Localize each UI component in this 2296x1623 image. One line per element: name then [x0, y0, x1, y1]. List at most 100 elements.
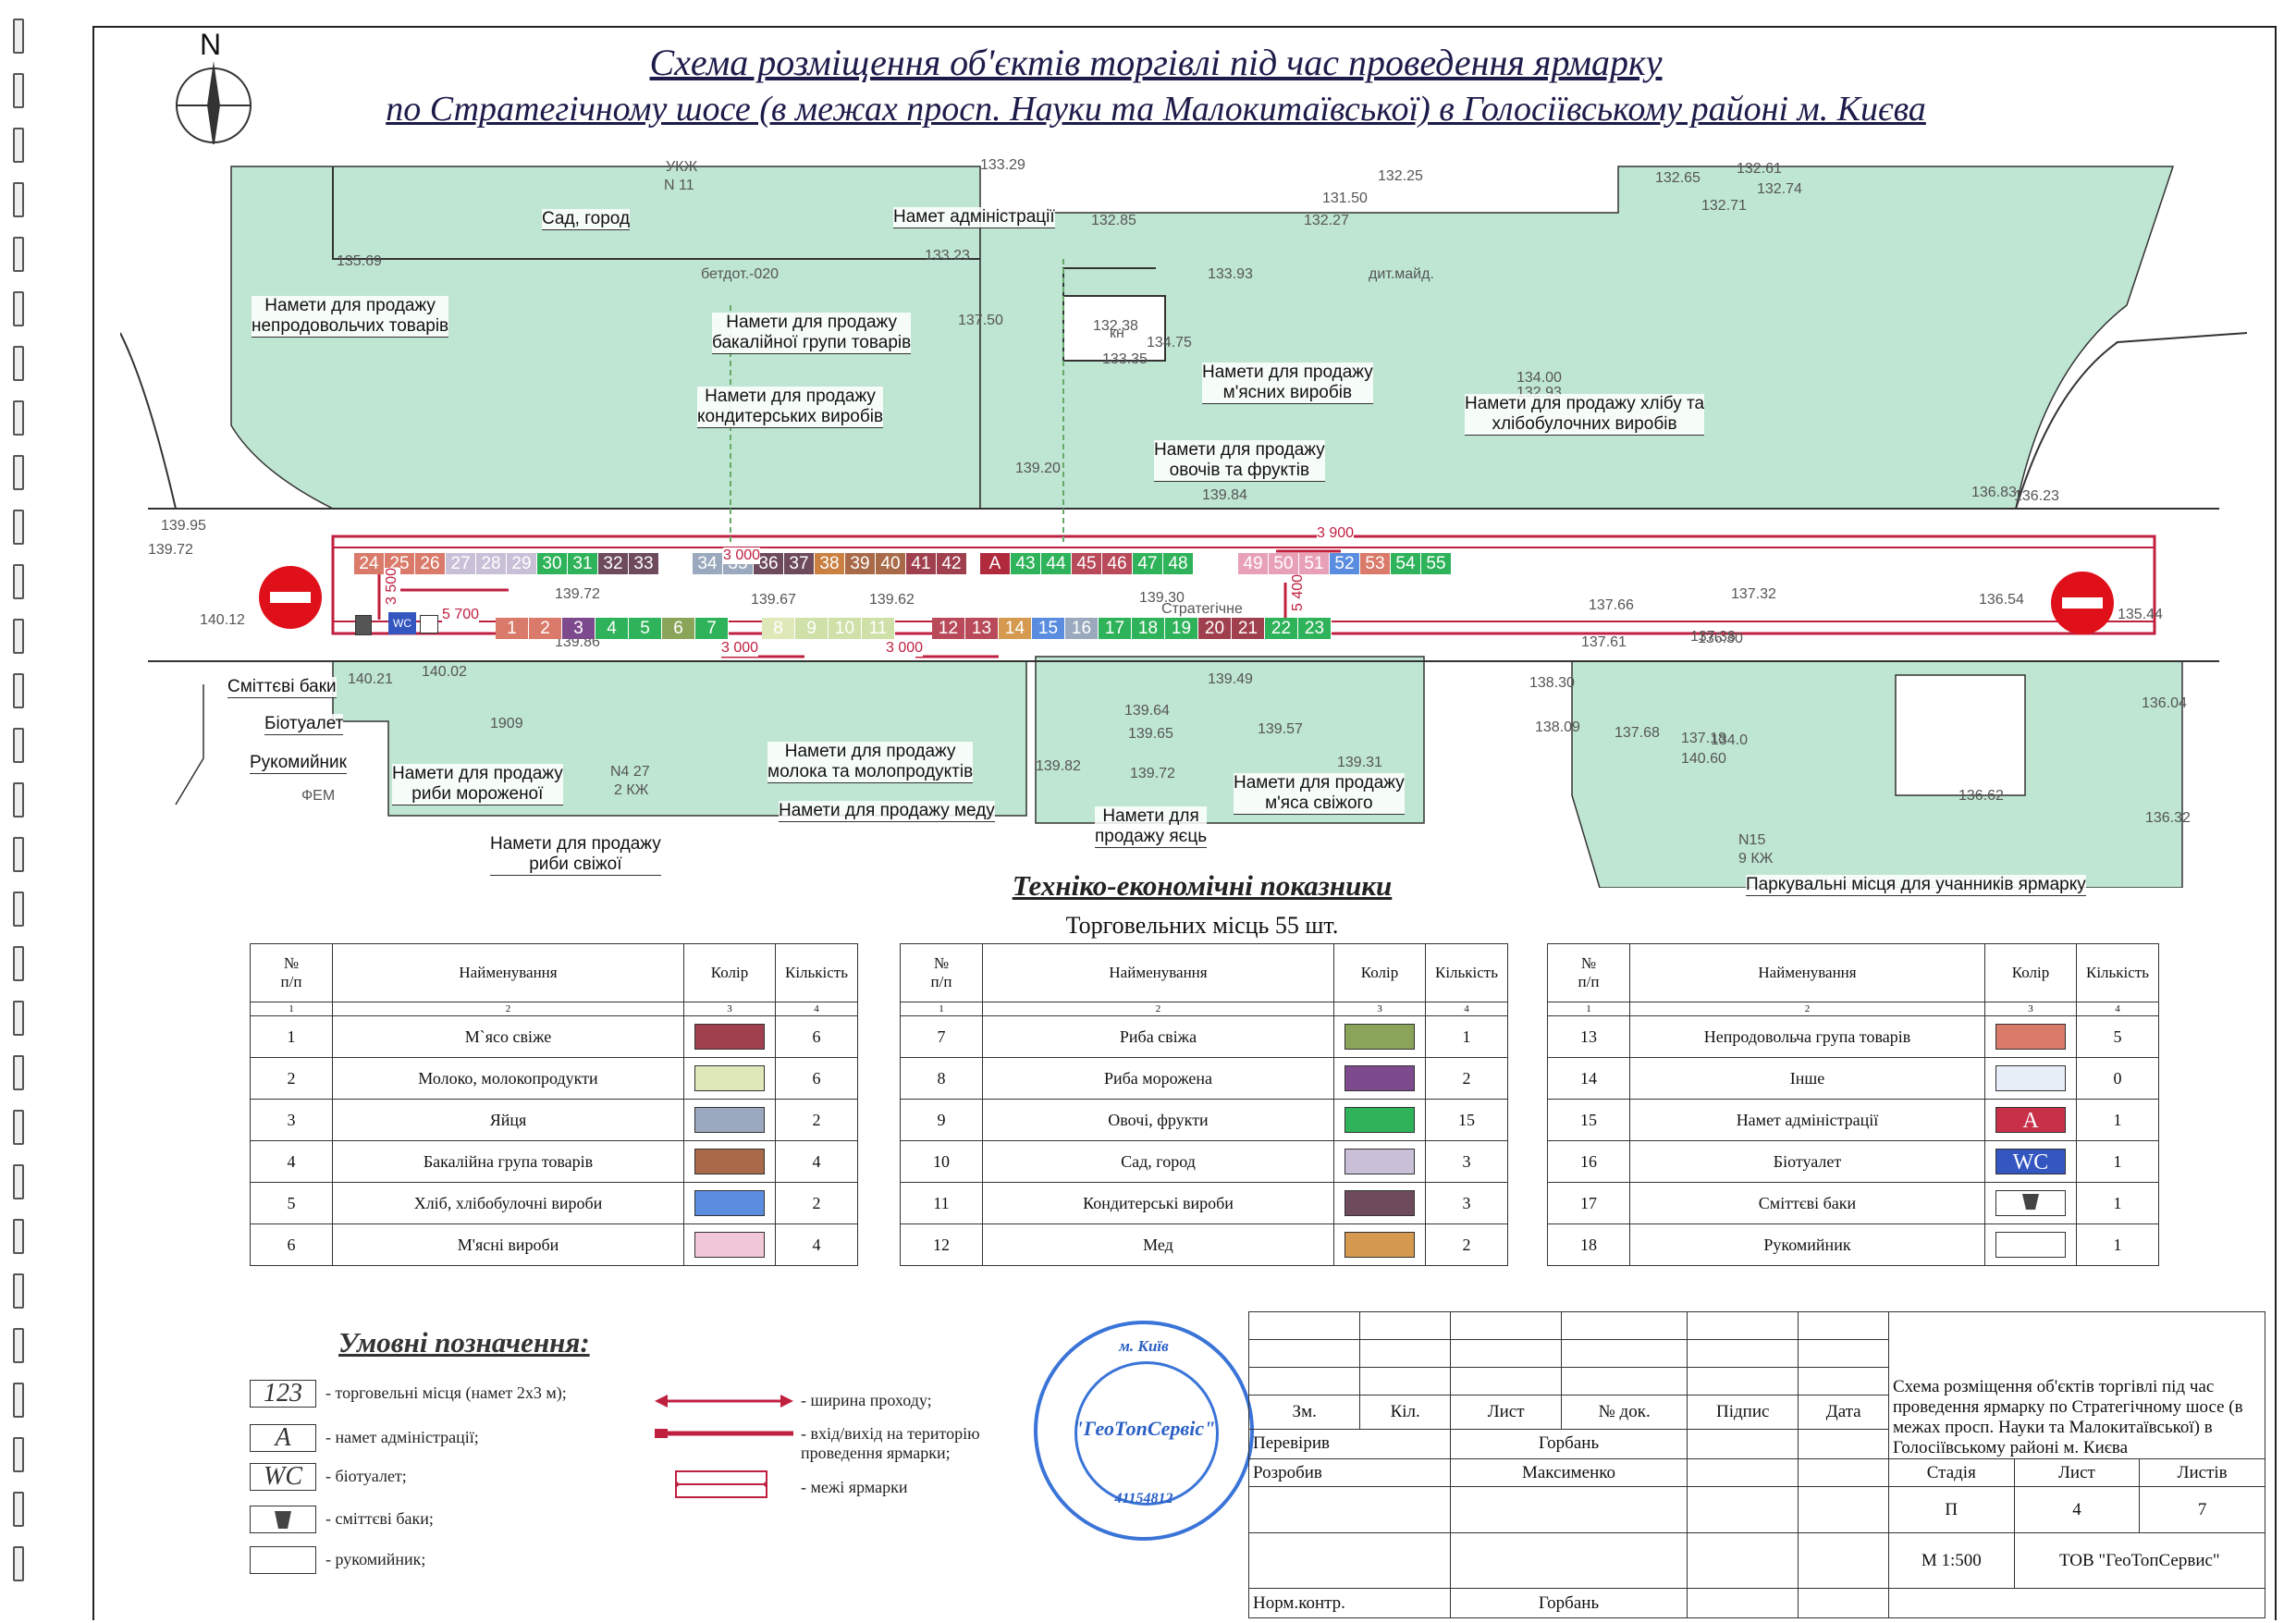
stall-5: 5: [629, 618, 662, 639]
stall-6: 6: [662, 618, 695, 639]
stall-51: 51: [1299, 553, 1330, 574]
survey-label: 131.50: [1322, 191, 1368, 206]
row-qty: 2: [775, 1182, 858, 1224]
stall-20: 20: [1198, 618, 1232, 639]
binding-hole: [13, 455, 24, 490]
legend-line-entrance-icon: [655, 1424, 793, 1447]
binding-hole: [13, 1328, 24, 1363]
survey-label: 139.82: [1036, 758, 1081, 774]
stamp-code: 41154812: [1114, 1491, 1173, 1506]
binding-hole: [13, 564, 24, 599]
row-color: [683, 1057, 776, 1100]
row-color: [1333, 1015, 1426, 1058]
stall-16: 16: [1065, 618, 1099, 639]
survey-label: 135.69: [337, 253, 382, 269]
page-title-line2: по Стратегічному шосе (в межах просп. На…: [386, 90, 1926, 129]
legend-text-5: - рукомийник;: [325, 1550, 426, 1568]
stall-47: 47: [1133, 553, 1163, 574]
label-yaytsia: Намети для продажу яєць: [1095, 806, 1208, 848]
legend-symbol-3: WC: [250, 1463, 316, 1491]
row-color: [1984, 1057, 2077, 1100]
row-no: 18: [1547, 1223, 1630, 1266]
row-no: 15: [1547, 1099, 1630, 1141]
title-block: Схема розміщення об'єктів торгівлі під ч…: [1247, 1310, 2266, 1618]
color-swatch: WC: [1995, 1149, 2066, 1174]
row-no: 17: [1547, 1182, 1630, 1224]
row-color: WC: [1984, 1140, 2077, 1183]
stall-27: 27: [446, 553, 476, 574]
row-color: [1984, 1182, 2077, 1224]
stall-41: 41: [906, 553, 937, 574]
survey-label: 139.72: [555, 586, 600, 602]
row-color: [1333, 1057, 1426, 1100]
row-name: Мед: [982, 1223, 1334, 1266]
survey-label: 139.84: [1202, 487, 1247, 503]
stage-header: Стадія: [1887, 1458, 2015, 1487]
row-name: Непродовольча група товарів: [1629, 1015, 1985, 1058]
row-name: Риба морожена: [982, 1057, 1334, 1100]
dimension-3900: 3 900: [1317, 525, 1355, 542]
row-no: 10: [900, 1140, 983, 1183]
stall-46: 46: [1102, 553, 1133, 574]
survey-label: 139.72: [148, 542, 193, 558]
row-no: 4: [250, 1140, 333, 1183]
col-name: Найменування: [332, 943, 684, 1002]
row-qty: 0: [2076, 1057, 2159, 1100]
binding-hole: [13, 673, 24, 708]
survey-label: Стратегічне: [1161, 601, 1243, 617]
stall-50: 50: [1269, 553, 1299, 574]
legend-line-boundary-text: - межі ярмарки: [801, 1478, 908, 1496]
survey-label: 2 КЖ: [614, 782, 649, 798]
survey-label: 132.74: [1757, 181, 1802, 197]
col-no: № п/п: [1547, 943, 1630, 1002]
color-swatch: А: [1995, 1107, 2066, 1133]
row-no: 9: [900, 1099, 983, 1141]
binding-hole: [13, 291, 24, 326]
stall-40: 40: [876, 553, 906, 574]
binding-hole: [13, 891, 24, 927]
survey-label: N 11: [664, 178, 694, 193]
no-entry-sign-left: [259, 566, 322, 629]
stall-13: 13: [965, 618, 999, 639]
legend-line-entrance-text: - вхід/вихід на територію проведення ярм…: [801, 1424, 980, 1462]
row-no: 14: [1547, 1057, 1630, 1100]
north-arrow-icon: N: [172, 28, 274, 150]
title-block-col: Кіл.: [1359, 1395, 1451, 1430]
label-ryba-svizha: Намети для продажу риби свіжої: [490, 834, 661, 876]
title-block-person: Максименко: [1449, 1458, 1688, 1487]
survey-label: 137.66: [1589, 597, 1634, 613]
row-no: 2: [250, 1057, 333, 1100]
survey-label: 136.32: [2145, 810, 2191, 826]
title-block-scale: М 1:500: [1887, 1532, 2015, 1589]
stall-55: 55: [1421, 553, 1452, 574]
binding-hole: [13, 728, 24, 763]
index-cell: 1: [1547, 1002, 1630, 1016]
binding-hole: [13, 1492, 24, 1527]
row-no: 11: [900, 1182, 983, 1224]
row-no: 13: [1547, 1015, 1630, 1058]
legend-text-1: - торговельні місця (намет 2х3 м);: [325, 1383, 567, 1402]
row-qty: 2: [1425, 1223, 1508, 1266]
sheet-border: [92, 26, 2277, 1620]
label-smittevi: Сміттєві баки: [227, 677, 337, 698]
stall-28: 28: [476, 553, 507, 574]
color-swatch: [1995, 1232, 2066, 1258]
survey-label: 133.93: [1208, 266, 1253, 282]
row-qty: 3: [1425, 1140, 1508, 1183]
color-swatch: [694, 1065, 765, 1091]
stall-12: 12: [932, 618, 965, 639]
stall-34: 34: [693, 553, 723, 574]
survey-label: N4 27: [610, 764, 650, 780]
legend-symbol-2: А: [250, 1424, 316, 1452]
binding-hole: [13, 73, 24, 108]
title-block-company: ТОВ "ГеоТопСервис": [2013, 1532, 2266, 1589]
survey-label: 135.44: [2118, 607, 2163, 622]
index-cell: 2: [332, 1002, 684, 1016]
row-color: [683, 1140, 776, 1183]
survey-label: 140.12: [200, 612, 245, 628]
row-qty: 1: [1425, 1015, 1508, 1058]
row-name: Сад, город: [982, 1140, 1334, 1183]
row-no: 8: [900, 1057, 983, 1100]
title-block-col: Лист: [1449, 1395, 1563, 1430]
